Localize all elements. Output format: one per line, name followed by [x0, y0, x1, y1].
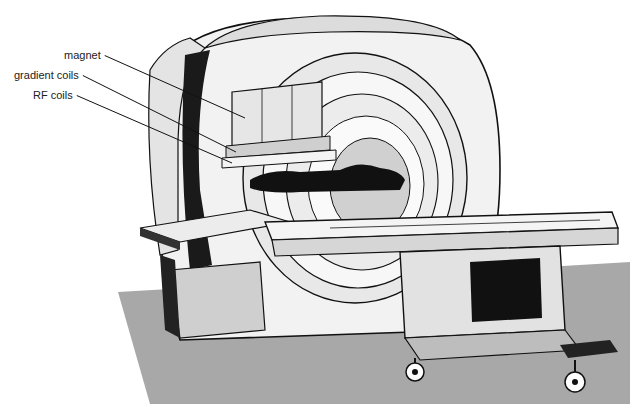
part-label: gradient coils — [14, 69, 79, 82]
patient — [250, 164, 405, 192]
gantry-base — [170, 262, 265, 338]
table-foot — [405, 330, 580, 360]
hood — [205, 16, 460, 48]
table-panel — [470, 258, 542, 322]
wheel — [565, 372, 585, 392]
rf-coil-layer — [222, 150, 336, 168]
part-label: magnet — [64, 49, 101, 62]
magnet-layer — [232, 82, 322, 146]
wheel — [406, 363, 424, 381]
gantry-base-shadow — [160, 255, 180, 338]
leader-line — [77, 96, 232, 164]
leader-line — [83, 76, 236, 153]
leader-line — [105, 56, 245, 119]
table-base — [400, 246, 565, 338]
tray-edge — [140, 228, 180, 250]
pedal — [560, 340, 618, 358]
part-label: RF coils — [33, 89, 73, 102]
